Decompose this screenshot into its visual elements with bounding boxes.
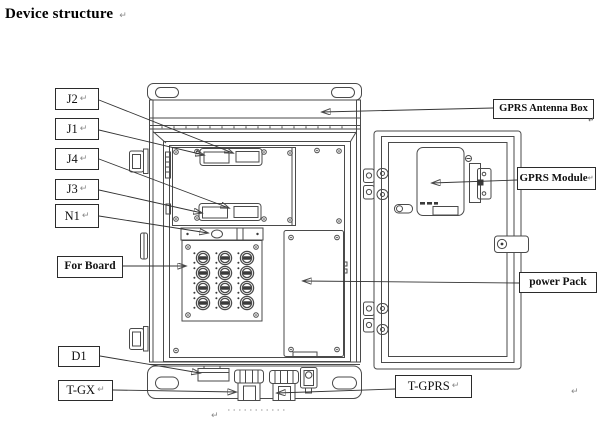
connector-j4 (233, 206, 259, 218)
paragraph-mark: ↵ (79, 184, 88, 194)
leader-gprs-antenna-box (322, 107, 494, 112)
cable-glands (234, 367, 318, 401)
callout-d1-text: D1 (71, 349, 87, 364)
callout-n1-text: N1 (64, 208, 80, 223)
gprs-module-device (394, 147, 492, 216)
callout-d1: D1 (58, 346, 100, 367)
paragraph-mark: ↵ (79, 123, 88, 134)
mount-slot (155, 376, 179, 390)
antenna-box-strip (150, 117, 360, 133)
callout-j3-text: J3 (66, 182, 78, 197)
mounting-plate (169, 145, 345, 358)
connector-j3 (202, 206, 228, 219)
figure-title-text: Device structure (5, 6, 114, 22)
paragraph-mark: ↵ (587, 174, 594, 182)
callout-t-gprs-text: T-GPRS (407, 379, 450, 394)
callout-gprs-antenna-box: GPRS Antenna Box ↵ (493, 99, 594, 124)
connector-j2 (235, 151, 260, 163)
paragraph-mark: ↵ (451, 381, 460, 391)
leader-n1 (98, 215, 208, 233)
callout-for-board: For Board (57, 256, 123, 278)
callout-j4-text: J4 (66, 151, 78, 166)
cable-gland (269, 370, 299, 384)
callout-j3: J3↵ (55, 179, 99, 200)
connector-j1 (203, 151, 230, 164)
paragraph-mark: ↵ (81, 210, 90, 221)
callout-t-gx-text: T-GX (66, 383, 96, 398)
paragraph-mark: ↵ (211, 411, 219, 421)
mount-slot (332, 376, 357, 390)
callout-power-pack: power Pack (519, 272, 597, 293)
callout-gprs-module: GPRS Module↵ (517, 167, 596, 190)
enclosure-body (149, 99, 361, 365)
callout-j4: J4↵ (55, 148, 99, 170)
callout-for-board-text: For Board (64, 260, 116, 273)
callout-n1: N1↵ (55, 204, 99, 228)
figure-title: Device structure ↵ (5, 6, 127, 23)
callout-j1-text: J1 (66, 121, 78, 136)
paragraph-mark: ↵ (588, 116, 594, 124)
left-hinges (129, 148, 149, 352)
enclosure-top-flange (147, 83, 362, 101)
mount-slot (331, 87, 355, 98)
leader-lines (98, 99, 520, 393)
leader-power-pack (303, 281, 520, 283)
callout-power-pack-text: power Pack (529, 275, 587, 288)
door-hinges (376, 168, 389, 335)
n1-component (180, 227, 264, 241)
callout-gprs-module-text: GPRS Module (519, 172, 588, 184)
paragraph-mark: ↵ (79, 153, 88, 164)
right-hinge-tabs (363, 168, 375, 333)
power-pack-panel (283, 230, 348, 357)
d1-component (197, 365, 230, 382)
cable-gland (234, 369, 264, 384)
leader-d1 (99, 355, 200, 373)
callout-t-gprs: T-GPRS↵ (395, 375, 472, 398)
paragraph-mark: ↵ (79, 93, 88, 104)
paragraph-mark: ↵ (571, 387, 579, 397)
terminal-board (181, 240, 263, 322)
connector-j-top-pair (199, 148, 263, 166)
callout-gprs-antenna-box-text: GPRS Antenna Box (499, 102, 588, 114)
antenna-connector (394, 204, 413, 214)
door-latch (494, 235, 529, 253)
callout-j1: J1↵ (55, 118, 99, 140)
leader-t-gx (112, 390, 236, 392)
leader-t-gprs (277, 388, 396, 393)
leader-j2 (98, 99, 233, 153)
callout-j2: J2↵ (55, 88, 99, 110)
connector-j-mid-pair (198, 203, 262, 221)
leader-gprs-module (432, 180, 518, 183)
upper-pcb (165, 147, 296, 226)
callout-j2-text: J2 (66, 91, 78, 106)
mount-slot (155, 87, 179, 98)
paragraph-mark: ↵ (119, 11, 127, 21)
leader-j1 (98, 129, 204, 155)
leader-j4 (98, 158, 229, 208)
leader-j3 (98, 189, 202, 213)
paragraph-mark: ↵ (97, 385, 105, 395)
callout-t-gx: T-GX↵ (58, 380, 113, 401)
